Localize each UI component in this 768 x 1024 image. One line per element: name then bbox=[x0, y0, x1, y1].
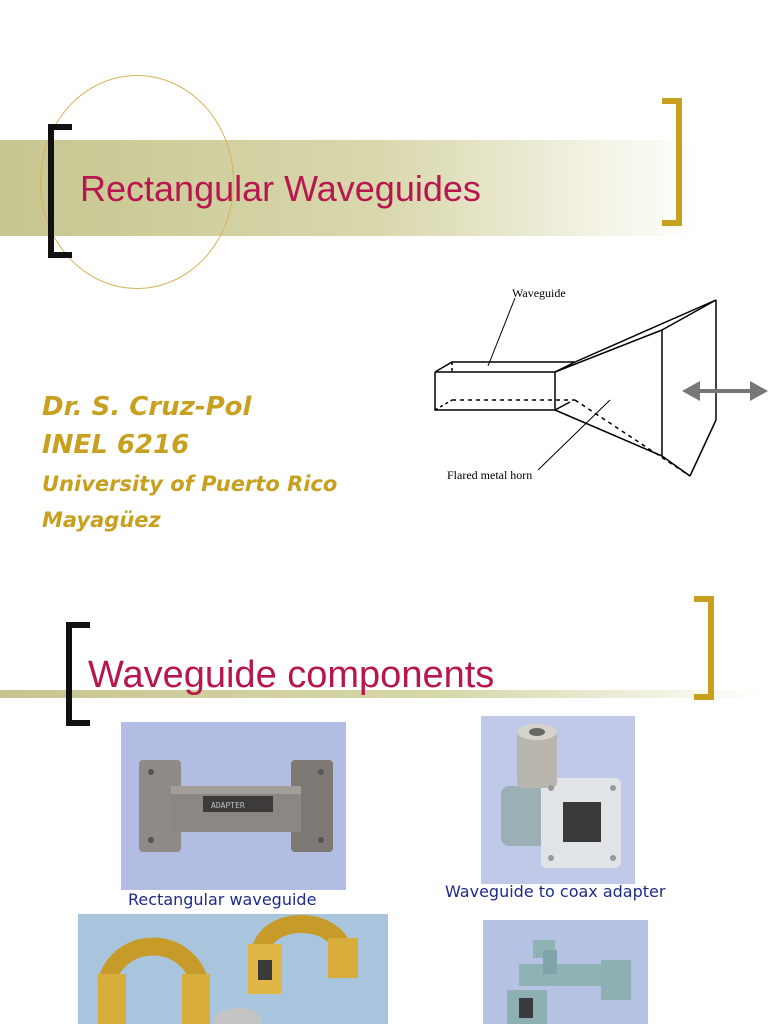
course-code: INEL 6216 bbox=[42, 430, 190, 460]
coax-adapter-photo bbox=[481, 716, 635, 884]
waveguide-tee-photo bbox=[483, 920, 648, 1024]
city-name: Mayagüez bbox=[42, 508, 161, 532]
caption-coax-adapter: Waveguide to coax adapter bbox=[445, 882, 666, 901]
decorative-circle bbox=[40, 75, 234, 289]
author-name: Dr. S. Cruz-Pol bbox=[42, 392, 252, 422]
left-bracket bbox=[48, 124, 72, 258]
brass-bends-photo bbox=[78, 914, 388, 1024]
rectangular-waveguide-photo: ADAPTER bbox=[121, 722, 346, 890]
waveguide-horn-diagram bbox=[434, 297, 768, 477]
caption-rectangular-waveguide: Rectangular waveguide bbox=[128, 890, 317, 909]
right-bracket bbox=[662, 98, 682, 226]
slide-waveguide-components: Waveguide components ADAPTER Rectangular… bbox=[0, 580, 768, 1024]
slide-title: Waveguide components bbox=[88, 654, 495, 696]
university-name: University of Puerto Rico bbox=[42, 472, 338, 496]
waveguide-front bbox=[434, 372, 555, 411]
left-bracket bbox=[66, 622, 90, 726]
waveguide-label: Waveguide bbox=[512, 286, 566, 300]
double-arrow-icon bbox=[682, 381, 768, 401]
title-underline-band bbox=[0, 690, 768, 698]
right-bracket bbox=[694, 596, 714, 700]
horn-label: Flared metal horn bbox=[447, 468, 533, 482]
slide-title: Rectangular Waveguides bbox=[80, 168, 481, 209]
adapter-plate-text: ADAPTER bbox=[211, 801, 245, 810]
slide-rectangular-waveguides: Rectangular Waveguides Dr. S. Cruz-Pol I… bbox=[0, 75, 768, 532]
